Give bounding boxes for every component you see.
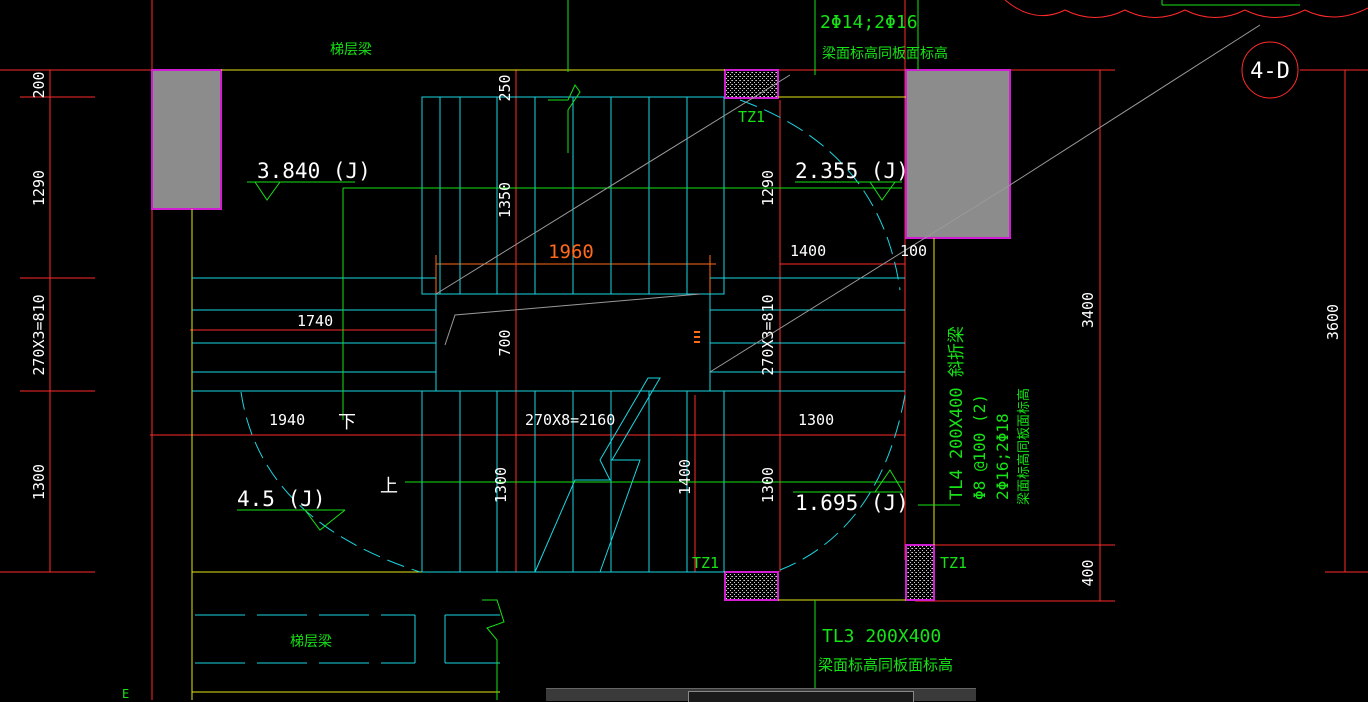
top-beam-elevation-note: 梁面标高同板面标高: [822, 45, 948, 62]
tl3-elevation-note: 梁面标高同板面标高: [818, 656, 953, 674]
up-label: 上: [380, 476, 398, 497]
dim-3400: 3400: [1079, 292, 1097, 328]
tz1-label-top: TZ1: [738, 108, 765, 126]
floor-beam-label-top: 梯层梁: [330, 42, 372, 58]
dim-400: 400: [1079, 559, 1097, 586]
dim-250: 250: [496, 74, 514, 101]
dim-700: 700: [496, 329, 514, 356]
dim-1300-horiz: 1300: [798, 411, 834, 429]
down-label: 下: [338, 412, 356, 433]
diagonal-lines: [435, 24, 1261, 373]
dim-1300-right: 1300: [759, 467, 777, 503]
dim-1350: 1350: [496, 182, 514, 218]
grid-bubble: 4-D: [1241, 41, 1299, 99]
elevation-top-left: 3.840 (J): [257, 159, 371, 183]
dim-1400-right: 1400: [790, 242, 826, 260]
elevation-top-right: 2.355 (J): [795, 159, 909, 183]
tl3-size: TL3 200X400: [822, 626, 941, 647]
tl4-stirrup: Φ8 @100 (2): [970, 394, 989, 500]
dim-left-1290: 1290: [30, 170, 48, 206]
dim-1290-right: 1290: [759, 170, 777, 206]
elevation-bottom-right: 1.695 (J): [795, 491, 909, 515]
columns: [151, 69, 1011, 239]
tz1-label-right: TZ1: [940, 554, 967, 572]
dim-3600: 3600: [1324, 304, 1342, 340]
elevation-markers: [237, 181, 904, 531]
orange-ticks: [694, 331, 700, 343]
dim-left-200: 200: [30, 71, 48, 98]
dim-100: 100: [900, 242, 927, 260]
stair-flights: [192, 96, 906, 664]
dim-1740: 1740: [297, 312, 333, 330]
direction-labels: 下 上: [338, 412, 398, 497]
dim-1300-mid: 1300: [492, 467, 510, 503]
post-bottom: [724, 571, 779, 601]
command-bar[interactable]: [546, 688, 976, 702]
top-beam-rebar: 2Φ14;2Φ16: [820, 12, 918, 33]
tz1-posts: [724, 69, 935, 601]
dim-left-1300: 1300: [30, 464, 48, 500]
floor-beam-label-bottom: 梯层梁: [290, 634, 332, 650]
dim-1940: 1940: [269, 411, 305, 429]
post-top: [724, 69, 779, 99]
column-top-right: [905, 69, 1011, 239]
grid-bubble-label: 4-D: [1250, 59, 1290, 84]
elevation-text: 3.840 (J) 2.355 (J) 4.5 (J) 1.695 (J): [237, 159, 909, 515]
elevation-bottom-left: 4.5 (J): [237, 487, 326, 511]
dim-left-810: 270X3=810: [30, 294, 48, 375]
command-input[interactable]: [688, 691, 914, 702]
tl4-size: TL4 200X400 斜折梁: [947, 326, 967, 500]
tl4-rebar: 2Φ16;2Φ18: [993, 413, 1012, 500]
post-right: [905, 544, 935, 601]
column-top-left: [151, 69, 222, 210]
green-beam-lines: [342, 0, 1300, 700]
tz1-label-bottom: TZ1: [692, 554, 719, 572]
dim-1400-mid: 1400: [676, 459, 694, 495]
dim-1960: 1960: [548, 241, 594, 263]
dim-810-right: 270X3=810: [759, 294, 777, 375]
dim-2160: 270X8=2160: [525, 411, 615, 429]
dimension-texts: 200 1290 270X3=810 1300 250 1350 700 130…: [30, 71, 1342, 586]
beam-notes: 梯层梁 梯层梁 2Φ14;2Φ16 梁面标高同板面标高 TL3 200X400 …: [122, 12, 1032, 700]
left-mark: E: [122, 687, 129, 700]
tl4-elevation-note: 梁面标高同板面标高: [1016, 388, 1032, 505]
